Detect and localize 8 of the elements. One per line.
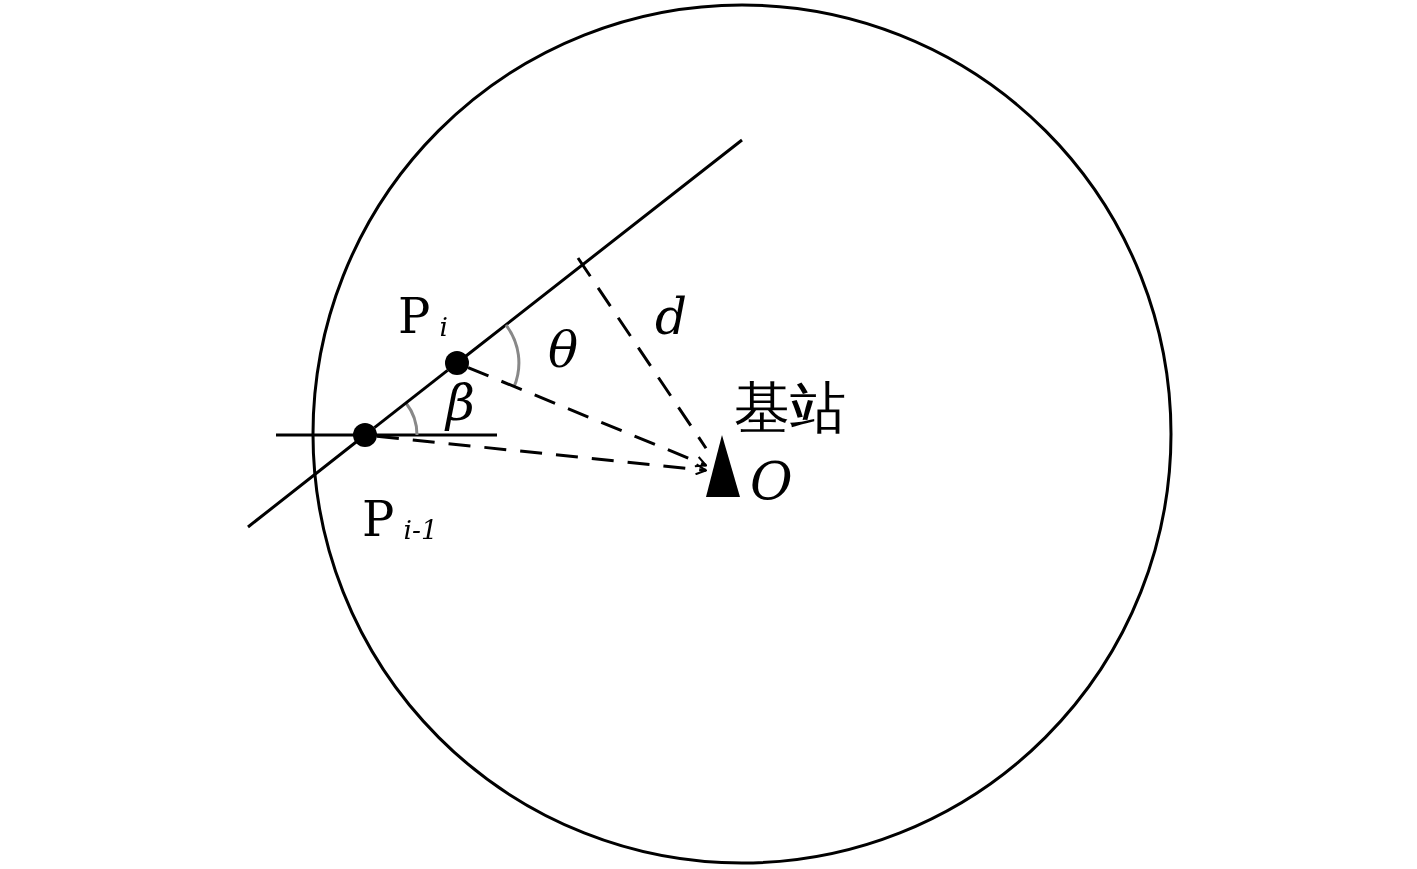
base-station-label: 基站 <box>734 380 846 436</box>
arrow <box>467 366 707 468</box>
angle-label: θ <box>548 325 579 375</box>
edge-label: d <box>655 292 687 342</box>
arrow <box>376 434 707 476</box>
distance-line <box>576 257 708 450</box>
point-label: O <box>750 455 793 507</box>
line-segment <box>373 369 449 429</box>
